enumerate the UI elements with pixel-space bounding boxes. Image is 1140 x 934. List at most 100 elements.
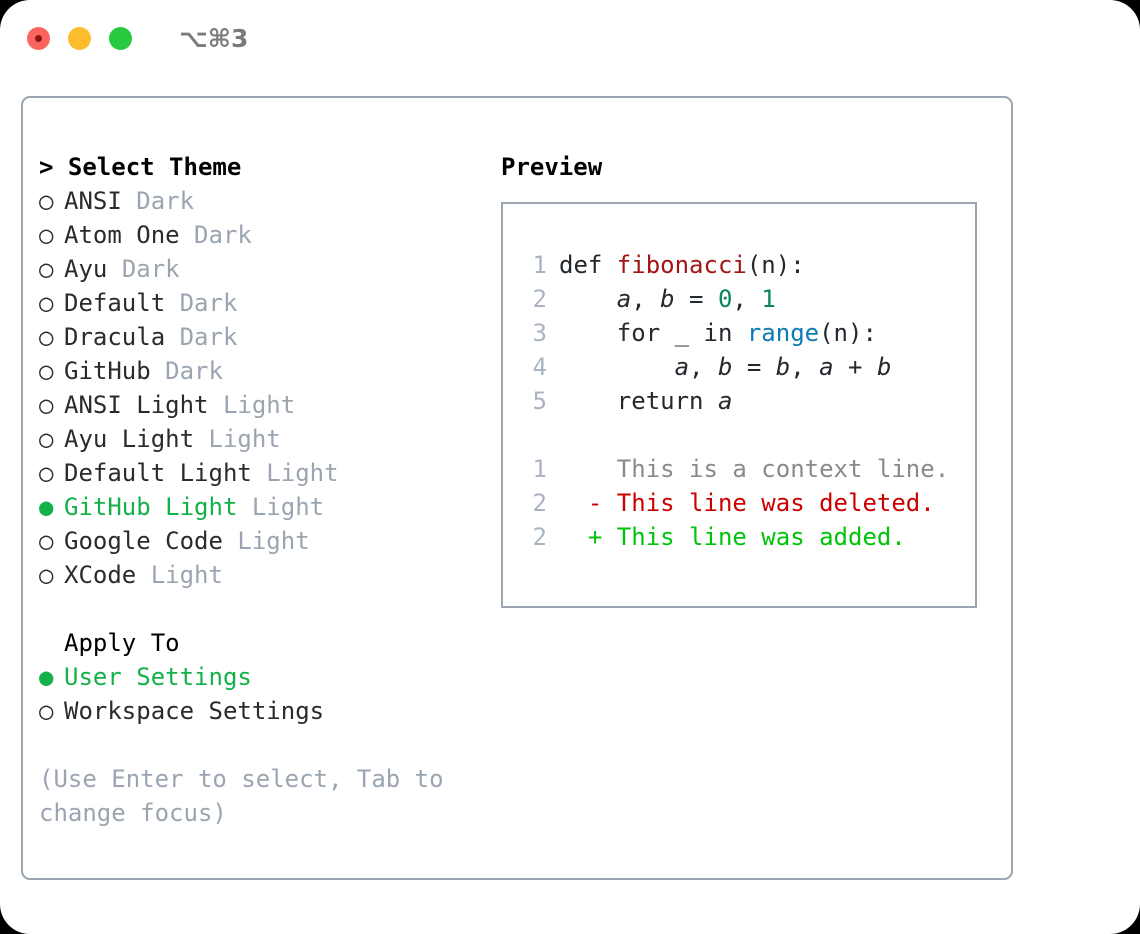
close-button[interactable] [27, 26, 50, 50]
panel-columns: > Select Theme ○ANSI Dark○Atom One Dark○… [23, 98, 1011, 878]
apply-to-option-user-settings[interactable]: ●User Settings [39, 660, 479, 694]
diff-text: This line was deleted. [602, 489, 935, 517]
code-token-var: a [674, 353, 690, 381]
theme-option-ayu[interactable]: ○Ayu Dark [39, 252, 479, 286]
theme-list: ○ANSI Dark○Atom One Dark○Ayu Dark○Defaul… [39, 184, 479, 592]
theme-option-label: Ayu Light [64, 425, 195, 453]
label-gap [136, 558, 150, 592]
code-line: 4 a, b = b, a + b [521, 350, 975, 384]
label-gap [252, 456, 266, 490]
theme-option-mode: Light [251, 493, 325, 521]
apply-to-option-workspace-settings[interactable]: ○ Workspace Settings [39, 694, 479, 728]
theme-option-ansi[interactable]: ○ANSI Dark [39, 184, 479, 218]
theme-option-label: Ayu [64, 255, 108, 283]
theme-option-github-light[interactable]: ●GitHub Light Light [39, 490, 479, 524]
label-gap [209, 388, 223, 422]
theme-option-atom-one[interactable]: ○Atom One Dark [39, 218, 479, 252]
theme-option-mode: Light [237, 527, 310, 555]
theme-option-default-light[interactable]: ○Default Light Light [39, 456, 479, 490]
theme-option-mode: Dark [179, 289, 238, 317]
theme-selector-column: > Select Theme ○ANSI Dark○Atom One Dark○… [39, 150, 479, 830]
code-token-plain: (n): [746, 251, 805, 279]
radio-unselected-icon: ○ [39, 527, 54, 555]
theme-option-label: Dracula [64, 323, 166, 351]
code-line-number: 1 [532, 251, 547, 279]
theme-option-label: Atom One [64, 221, 180, 249]
radio-unselected-icon: ○ [39, 391, 54, 419]
code-token-fn: fibonacci [616, 251, 747, 279]
code-token-call: range [746, 319, 820, 347]
radio-unselected-icon: ○ [39, 289, 54, 317]
theme-option-mode: Dark [165, 357, 223, 385]
radio-unselected-icon: ○ [39, 697, 54, 725]
diff-gutter-pad [559, 452, 588, 486]
diff-sign: + [587, 523, 603, 551]
main-panel: > Select Theme ○ANSI Dark○Atom One Dark○… [21, 96, 1013, 880]
radio-unselected-icon: ○ [39, 187, 54, 215]
code-line-number: 3 [532, 319, 547, 347]
theme-option-mode: Dark [121, 255, 180, 283]
theme-option-label: Google Code [64, 527, 223, 555]
code-token-plain: , [689, 353, 718, 381]
theme-option-mode: Light [150, 561, 223, 589]
code-token-var: a [717, 387, 733, 415]
radio-unselected-icon: ○ [39, 221, 54, 249]
zoom-button[interactable] [109, 26, 132, 50]
theme-option-github[interactable]: ○ GitHub Dark [39, 354, 479, 388]
label-gap [122, 184, 136, 218]
theme-option-mode: Light [266, 459, 339, 487]
diff-text: This line was added. [602, 523, 906, 551]
code-diff-gap [521, 418, 975, 452]
diff-line-context: 1 This is a context line. [521, 452, 975, 486]
apply-to-header: Apply To [64, 629, 180, 657]
code-token-var: b [660, 285, 675, 313]
radio-selected-icon: ● [39, 663, 54, 691]
apply-to-header-indent [39, 626, 64, 660]
radio-unselected-icon: ○ [39, 357, 54, 385]
label-gap [180, 218, 194, 252]
code-token-var: b [876, 353, 892, 381]
code-token-plain: , [790, 353, 820, 381]
diff-sign: - [587, 489, 603, 517]
theme-option-google-code[interactable]: ○ Google Code Light [39, 524, 479, 558]
code-token-plain: , [732, 285, 762, 313]
theme-option-label: GitHub [64, 357, 151, 385]
code-token-plain: = [674, 285, 718, 313]
theme-option-default[interactable]: ○Default Dark [39, 286, 479, 320]
code-token-plain: , [631, 285, 661, 313]
apply-to-header-row: Apply To [39, 626, 479, 660]
diff-gutter-pad [559, 520, 588, 554]
radio-unselected-icon: ○ [39, 425, 54, 453]
theme-option-label: XCode [64, 561, 137, 589]
diff-line-number: 1 [532, 455, 547, 483]
radio-selected-icon: ● [39, 493, 54, 521]
theme-option-mode: Light [208, 425, 281, 453]
theme-option-dracula[interactable]: ○Dracula Dark [39, 320, 479, 354]
code-token-plain [559, 350, 675, 384]
apply-to-option-label: Workspace Settings [64, 697, 325, 725]
theme-option-mode: Light [222, 391, 296, 419]
minimize-button[interactable] [68, 26, 91, 50]
code-line-number: 5 [532, 387, 547, 415]
keyboard-shortcut-label: ⌥⌘3 [179, 23, 249, 53]
diff-line-number: 2 [532, 489, 547, 517]
theme-option-ansi-light[interactable]: ○ ANSI Light Light [39, 388, 479, 422]
code-token-plain: return [559, 387, 718, 415]
label-gap [107, 252, 121, 286]
theme-option-xcode[interactable]: ○XCode Light [39, 558, 479, 592]
title-bar: ⌥⌘3 [0, 0, 1140, 76]
theme-option-label: ANSI Light [64, 391, 209, 419]
code-line-number: 2 [532, 285, 547, 313]
code-line: 5 return a [521, 384, 975, 418]
keyboard-hint: (Use Enter to select, Tab to change focu… [39, 765, 444, 827]
code-token-var: a [819, 353, 834, 381]
diff-gutter-pad [559, 486, 588, 520]
preview-title: Preview [501, 153, 603, 181]
theme-option-ayu-light[interactable]: ○ Ayu Light Light [39, 422, 479, 456]
window-controls [27, 26, 132, 50]
code-token-num: 0 [717, 285, 733, 313]
code-line-number: 4 [532, 353, 547, 381]
code-line: 2 a, b = 0, 1 [521, 282, 975, 316]
